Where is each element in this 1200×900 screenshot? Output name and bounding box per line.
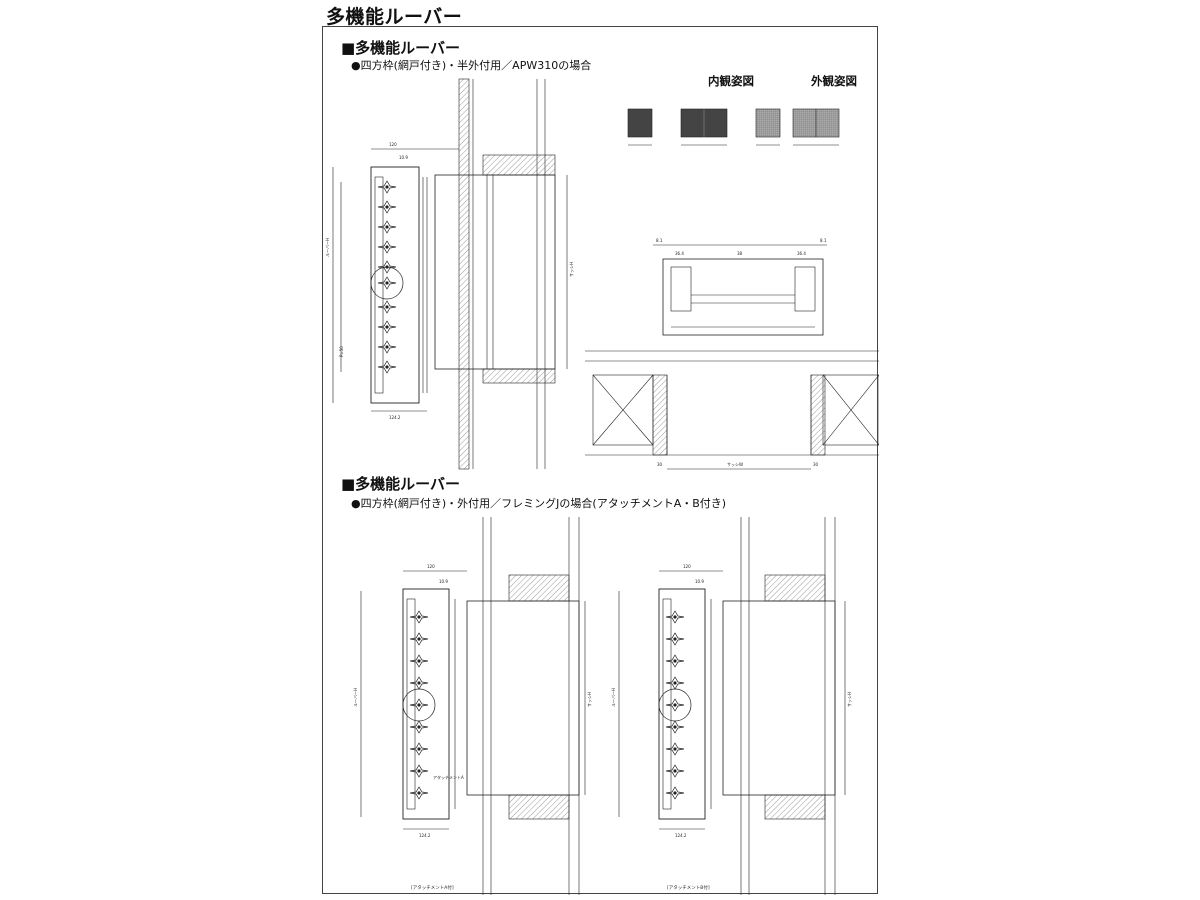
section2-title: ■多機能ルーバー [341,475,461,493]
section1-horizontal-section [585,244,879,470]
dim-sash-h: サッシH [569,262,574,277]
caption-attachment-a: [アタッチメントA付] [411,886,454,891]
dim-124-2-b: 124.2 [675,833,687,838]
elevation-thumbnails [627,108,840,146]
section2-left-blades [402,610,436,800]
interior-view-label: 内観姿図 [708,74,754,88]
dim-36-4-right: 36.4 [797,251,806,256]
section1-title: ■多機能ルーバー [341,39,461,57]
section2-left-section [360,517,586,895]
drawing-sheet: ■多機能ルーバー ●四方枠(網戸付き)・半外付用／APW310の場合 内観姿図 … [322,26,879,895]
section1-subtitle: ●四方枠(網戸付き)・半外付用／APW310の場合 [351,59,592,72]
section2-subtitle: ●四方枠(網戸付き)・外付用／フレミングJの場合(アタッチメントA・B付き) [351,497,727,510]
dim-36-4-left: 36.4 [675,251,684,256]
label-attachment-a: アタッチメントA [433,774,464,780]
dim-8-1-right: 8.1 [820,238,827,243]
dim-124-2: 124.2 [389,415,401,420]
dim-120-a: 120 [427,564,435,569]
technical-drawing: 120 10.9 124.2 ルーバーH サッシH P=50 [325,78,879,895]
section2-right-blades [658,610,692,800]
dim-120: 120 [389,142,397,147]
dim-louver-h-a: ルーバーH [353,688,358,707]
dim-10-9-a: 10.9 [439,579,448,584]
section2-right-section [618,517,846,895]
exterior-view-label: 外観姿図 [811,74,857,88]
dim-8-1-left: 8.1 [656,238,663,243]
dim-30-left: 30 [657,462,663,467]
dim-pitch: P=50 [339,346,344,357]
dim-38: 38 [737,251,743,256]
dim-30-right: 30 [813,462,819,467]
page-title: 多機能ルーバー [326,6,463,28]
dim-sash-h-a: サッシH [587,692,592,707]
section1-vertical-section [332,78,568,470]
dim-sash-w: サッシW [727,462,743,467]
dim-120-b: 120 [683,564,691,569]
dim-louver-h-b: ルーバーH [611,688,616,707]
dim-10-9: 10.9 [399,155,408,160]
dim-124-2-a: 124.2 [419,833,431,838]
dim-sash-h-b: サッシH [847,692,852,707]
caption-attachment-b: [アタッチメントB付] [667,886,710,891]
section1-louver-blades [370,180,404,374]
dim-louver-h: ルーバーH [325,238,330,257]
dim-10-9-b: 10.9 [695,579,704,584]
